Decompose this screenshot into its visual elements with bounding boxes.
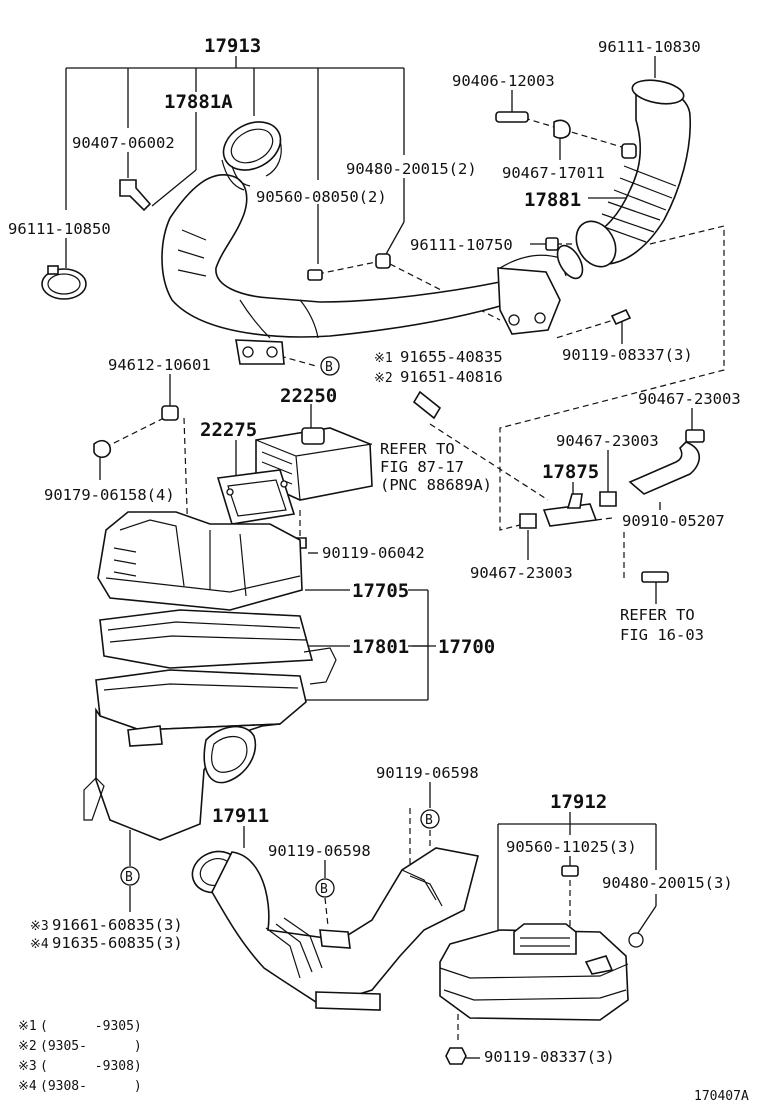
label-17912: 17912 bbox=[550, 791, 607, 813]
part-labels: 17913 17881A 90407-06002 96111-10850 905… bbox=[8, 35, 741, 1066]
label-90119-08337-bot: 90119-08337(3) bbox=[484, 1048, 615, 1066]
air-flow-meter-22250 bbox=[216, 427, 373, 525]
dashed-connections bbox=[103, 117, 725, 1040]
footnote-1-range: ( -9305) bbox=[40, 1019, 142, 1034]
footnotes: ※1 ( -9305) ※2 (9305- ) ※3 ( -9308) ※4 (… bbox=[18, 1019, 142, 1094]
footnote-2-mark: ※2 bbox=[18, 1039, 37, 1054]
mark-2: ※2 bbox=[374, 371, 393, 386]
label-90467-23003-b: 90467-23003 bbox=[556, 432, 659, 450]
refer-fig-16-03-line2: FIG 16-03 bbox=[620, 626, 704, 644]
refer-fig-87-17-line1: REFER TO bbox=[380, 440, 455, 458]
label-17705: 17705 bbox=[352, 580, 409, 602]
b-marker-2 bbox=[420, 809, 440, 829]
label-91661-60835: 91661-60835(3) bbox=[52, 916, 183, 934]
label-90560-08050: 90560-08050(2) bbox=[256, 188, 387, 206]
footnote-4-mark: ※4 bbox=[18, 1079, 37, 1094]
label-91635-60835: 91635-60835(3) bbox=[52, 934, 183, 952]
label-17875: 17875 bbox=[542, 461, 599, 483]
label-90407-06002: 90407-06002 bbox=[72, 134, 175, 152]
label-22275: 22275 bbox=[200, 419, 257, 441]
footnote-2-range: (9305- ) bbox=[40, 1039, 142, 1054]
small-hardware bbox=[41, 111, 705, 1065]
b-marker-3 bbox=[315, 878, 335, 898]
mark-4: ※4 bbox=[30, 937, 49, 952]
label-90179-06158: 90179-06158(4) bbox=[44, 486, 175, 504]
label-17801: 17801 bbox=[352, 636, 409, 658]
label-96111-10750: 96111-10750 bbox=[410, 236, 513, 254]
label-90119-08337-top: 90119-08337(3) bbox=[562, 346, 693, 364]
label-94612-10601: 94612-10601 bbox=[108, 356, 211, 374]
air-cleaner-17700 bbox=[83, 511, 337, 841]
label-91651-40816: 91651-40816 bbox=[400, 368, 503, 386]
footnote-4-range: (9308- ) bbox=[40, 1079, 142, 1094]
b-marker-4 bbox=[120, 866, 140, 886]
label-90119-06598-a: 90119-06598 bbox=[376, 764, 479, 782]
label-90406-12003: 90406-12003 bbox=[452, 72, 555, 90]
intake-duct-17911 bbox=[191, 847, 479, 1011]
refer-fig-87-17-line2: FIG 87-17 bbox=[380, 458, 464, 476]
label-17881a: 17881A bbox=[164, 91, 233, 113]
label-90467-17011: 90467-17011 bbox=[502, 164, 605, 182]
label-17913: 17913 bbox=[204, 35, 261, 57]
footnote-3-mark: ※3 bbox=[18, 1059, 37, 1074]
mark-1: ※1 bbox=[374, 351, 393, 366]
label-17700: 17700 bbox=[438, 636, 495, 658]
figure-id: 170407A bbox=[694, 1089, 749, 1104]
refer-fig-87-17-line3: (PNC 88689A) bbox=[380, 476, 492, 494]
footnote-1-mark: ※1 bbox=[18, 1019, 37, 1034]
label-90910-05207: 90910-05207 bbox=[622, 512, 725, 530]
label-90480-20015-bot: 90480-20015(3) bbox=[602, 874, 733, 892]
label-90467-23003-c: 90467-23003 bbox=[470, 564, 573, 582]
label-17881: 17881 bbox=[524, 189, 581, 211]
label-17911: 17911 bbox=[212, 805, 269, 827]
footnote-3-range: ( -9308) bbox=[40, 1059, 142, 1074]
b-marker-1-label: B bbox=[325, 360, 333, 375]
label-96111-10830: 96111-10830 bbox=[598, 38, 701, 56]
resonator-17912 bbox=[439, 923, 629, 1021]
b-marker-1 bbox=[320, 356, 340, 376]
mark-3: ※3 bbox=[30, 919, 49, 934]
b-marker-4-label: B bbox=[125, 870, 133, 885]
label-90119-06598-b: 90119-06598 bbox=[268, 842, 371, 860]
label-22250: 22250 bbox=[280, 385, 337, 407]
label-90119-06042: 90119-06042 bbox=[322, 544, 425, 562]
b-marker-3-label: B bbox=[320, 882, 328, 897]
b-marker-2-label: B bbox=[425, 813, 433, 828]
label-90467-23003-a: 90467-23003 bbox=[638, 390, 741, 408]
label-90480-20015-top: 90480-20015(2) bbox=[346, 160, 477, 178]
intake-hose-17881 bbox=[556, 79, 692, 280]
refer-fig-16-03-line1: REFER TO bbox=[620, 606, 695, 624]
label-90560-11025: 90560-11025(3) bbox=[506, 838, 637, 856]
label-91655-40835: 91655-40835 bbox=[400, 348, 503, 366]
label-96111-10850: 96111-10850 bbox=[8, 220, 111, 238]
intake-pipe-17881a bbox=[161, 121, 567, 365]
